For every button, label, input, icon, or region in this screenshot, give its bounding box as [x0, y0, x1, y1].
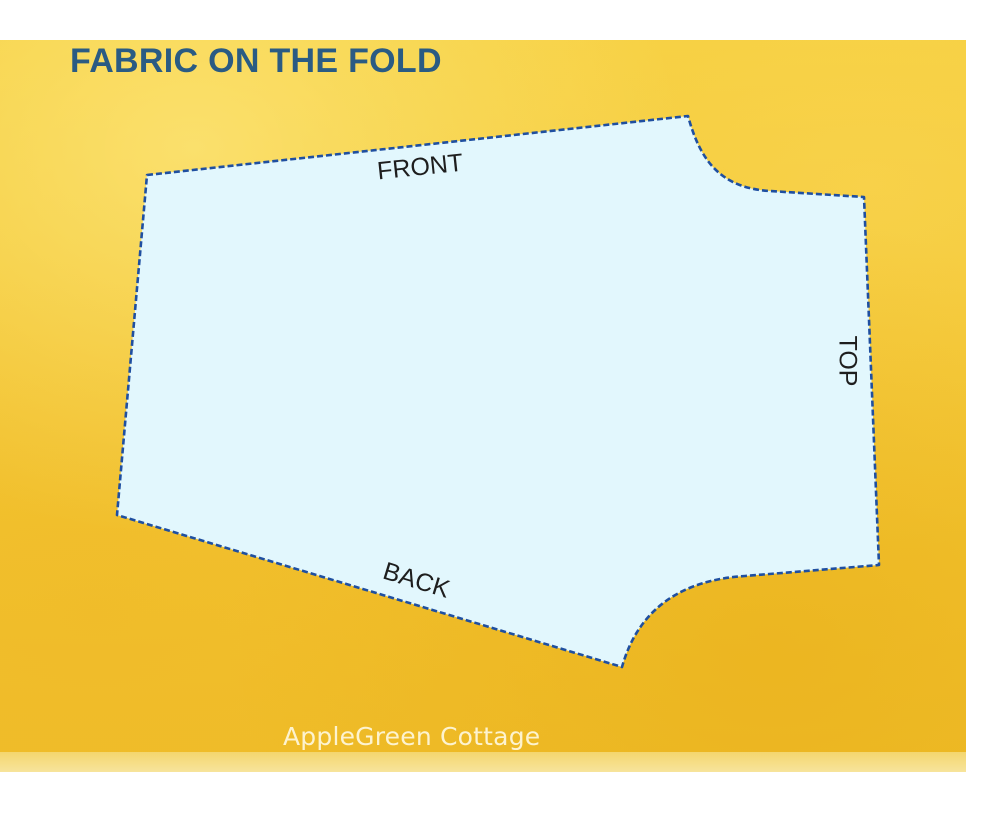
- watermark-credit: AppleGreen Cottage: [283, 722, 541, 751]
- top-edge-label: TOP: [833, 336, 861, 387]
- pattern-piece-outline: [115, 114, 881, 669]
- fabric-bottom-edge: [0, 752, 966, 772]
- diagram-title: FABRIC ON THE FOLD: [70, 42, 442, 80]
